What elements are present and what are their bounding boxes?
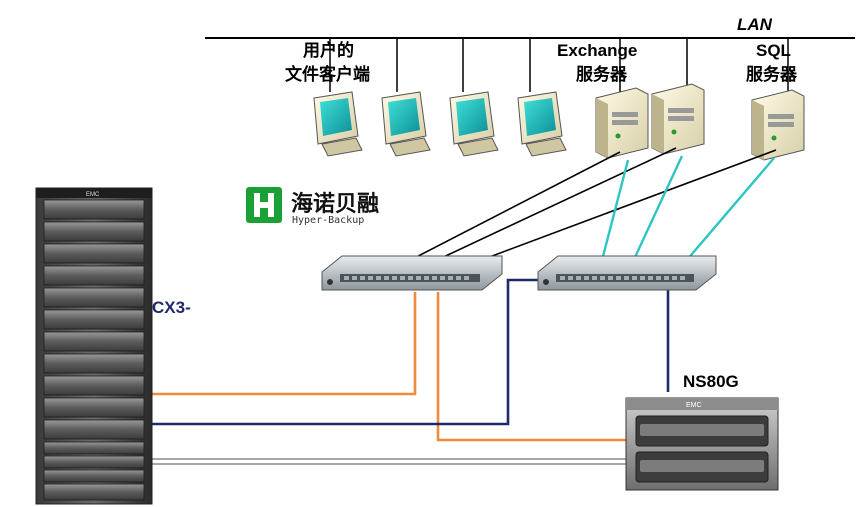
client-pc-3 — [449, 91, 499, 157]
sql-server — [751, 89, 805, 161]
fc-switch-right — [537, 255, 717, 291]
server-to-switch-cyan-links — [598, 155, 775, 269]
logo-name: 海诺贝融 — [291, 191, 379, 217]
client-pc-1 — [313, 91, 363, 157]
exchange-label-line1: Exchange — [557, 41, 637, 60]
hyper-backup-logo: 海诺贝融 Hyper-Backup — [246, 187, 379, 226]
storage-orange-links — [152, 292, 626, 442]
cx3-label: CX3- — [152, 298, 191, 317]
exchange-server-1 — [595, 87, 649, 159]
client-pc-4 — [517, 91, 567, 157]
exchange-server-2 — [651, 83, 705, 155]
cx3-storage-rack: EMC — [35, 187, 153, 505]
ns80g-brand: EMC — [686, 402, 702, 409]
server-to-switch-black-links — [394, 147, 777, 269]
logo-subtitle: Hyper-Backup — [292, 215, 364, 226]
network-navy-links — [152, 278, 670, 426]
fc-switch-left — [321, 255, 503, 291]
ns80g-gateway: EMC — [625, 397, 779, 491]
cx3-rack-brand: EMC — [86, 192, 100, 198]
exchange-label-line2: 服务器 — [576, 64, 628, 85]
rack-to-ns-gray-links — [152, 458, 626, 465]
client-pc-2 — [381, 91, 431, 157]
ns80g-label: NS80G — [683, 372, 739, 391]
lan-label: LAN — [737, 15, 773, 34]
file-clients-label-line1: 用户的 — [303, 40, 354, 61]
lan-backbone — [205, 37, 855, 92]
sql-label-line1: SQL — [756, 41, 791, 60]
sql-label-line2: 服务器 — [746, 64, 798, 85]
file-clients-label-line2: 文件客户端 — [285, 64, 370, 85]
